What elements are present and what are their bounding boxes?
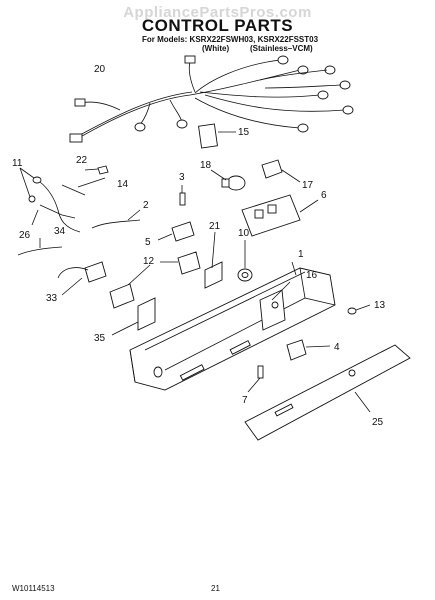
variant-stainless-label: (Stainless–VCM) bbox=[250, 44, 313, 53]
callout-26: 26 bbox=[19, 230, 31, 241]
callout-22: 22 bbox=[76, 155, 88, 166]
callout-7: 7 bbox=[242, 395, 248, 406]
callout-20: 20 bbox=[94, 64, 106, 75]
part-screw-right bbox=[347, 304, 371, 315]
part-tube bbox=[91, 219, 141, 229]
callout-21: 21 bbox=[209, 221, 221, 232]
part-screw bbox=[179, 185, 186, 206]
callout-15: 15 bbox=[238, 127, 250, 138]
part-switch bbox=[157, 221, 195, 242]
models-line: For Models: KSRX22FSWH03, KSRX22FSST03 bbox=[142, 35, 319, 44]
part-thermistor bbox=[19, 165, 109, 233]
callout-1: 1 bbox=[298, 249, 304, 260]
callout-3: 3 bbox=[179, 172, 185, 183]
page-number: 21 bbox=[211, 584, 220, 593]
callout-12: 12 bbox=[143, 256, 155, 267]
callout-34: 34 bbox=[54, 226, 66, 237]
part-light-bulb bbox=[210, 169, 246, 191]
part-insulation-pad bbox=[111, 297, 156, 336]
callout-13: 13 bbox=[374, 300, 386, 311]
part-control-board bbox=[241, 194, 319, 237]
callout-16: 16 bbox=[306, 270, 318, 281]
part-fastener-leader bbox=[271, 281, 291, 301]
part-light-socket bbox=[261, 159, 301, 183]
callout-17: 17 bbox=[302, 180, 314, 191]
part-long-tube bbox=[17, 246, 63, 256]
callout-18: 18 bbox=[200, 160, 212, 171]
variant-white-label: (White) bbox=[202, 44, 230, 53]
callout-4: 4 bbox=[334, 342, 340, 353]
part-plate bbox=[198, 123, 218, 149]
part-control-housing bbox=[129, 261, 336, 391]
part-fan-switch bbox=[57, 261, 107, 296]
callout-6: 6 bbox=[321, 190, 327, 201]
callout-10: 10 bbox=[238, 228, 250, 239]
callout-2: 2 bbox=[143, 200, 149, 211]
part-wiring-harness bbox=[69, 55, 354, 143]
part-grommet bbox=[237, 240, 253, 282]
callout-25: 25 bbox=[372, 417, 384, 428]
part-bracket bbox=[286, 339, 331, 361]
part-front-panel bbox=[244, 344, 411, 441]
callout-11: 11 bbox=[12, 158, 23, 169]
part-switch-bracket bbox=[109, 251, 201, 309]
callout-5: 5 bbox=[145, 237, 151, 248]
watermark: AppliancePartsPros.com bbox=[123, 4, 312, 21]
callout-33: 33 bbox=[46, 293, 58, 304]
callout-14: 14 bbox=[117, 179, 129, 190]
part-label-sheet bbox=[204, 231, 223, 289]
part-screw-bottom bbox=[247, 365, 264, 393]
callout-35: 35 bbox=[94, 333, 106, 344]
document-number: W10114513 bbox=[12, 584, 55, 593]
page-title: CONTROL PARTS bbox=[141, 16, 294, 35]
